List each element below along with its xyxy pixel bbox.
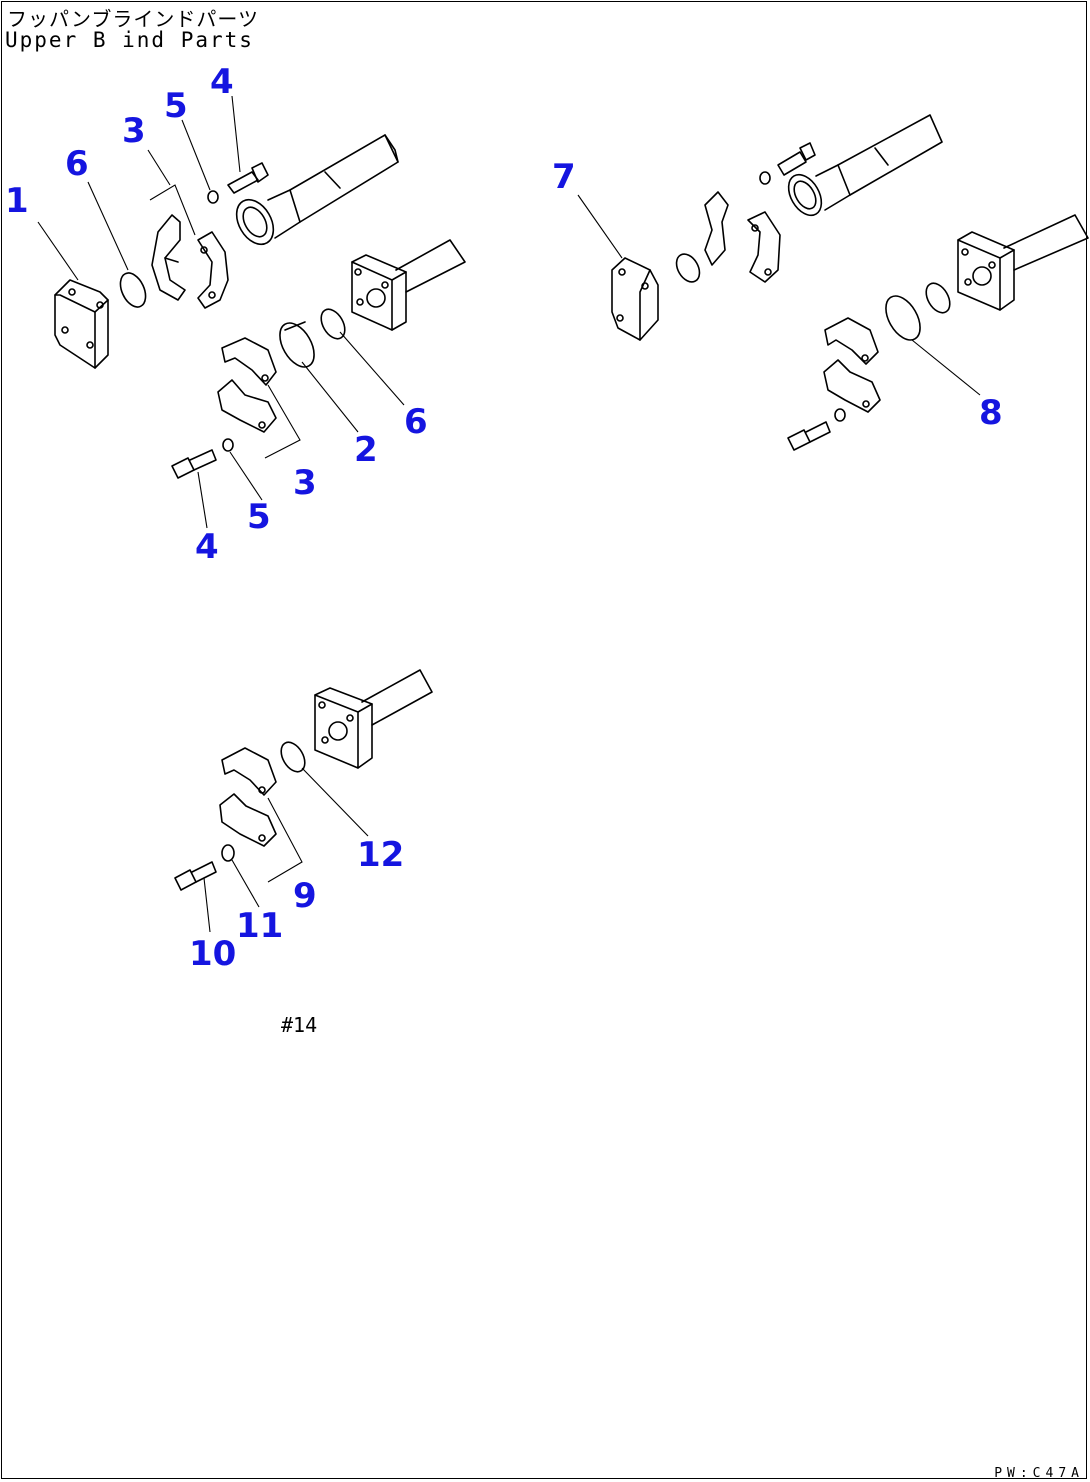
bolt-washer-upper-right bbox=[759, 142, 816, 185]
o-ring-lower-right bbox=[925, 282, 951, 314]
pipe-flange-upper-left bbox=[351, 239, 466, 331]
callout-3-upper: 3 bbox=[122, 111, 146, 151]
o-ring-part-6-lower bbox=[320, 308, 346, 340]
hose-fitting-upper-right bbox=[787, 114, 943, 217]
bolt-part-4-upper bbox=[227, 162, 269, 194]
pad-part-8 bbox=[885, 295, 921, 341]
callout-7: 7 bbox=[552, 157, 576, 197]
pipe-flange-upper-right bbox=[957, 214, 1089, 311]
split-flange-part-3-upper bbox=[149, 184, 229, 309]
plug-flange-part-1 bbox=[54, 279, 109, 369]
washer-part-11 bbox=[221, 844, 235, 862]
variant-note: #14 bbox=[281, 1013, 318, 1037]
split-flange-lower-right bbox=[823, 317, 881, 413]
callout-6-upper: 6 bbox=[65, 144, 89, 184]
leader-lines bbox=[37, 95, 981, 933]
o-ring-part-6-upper bbox=[119, 272, 147, 308]
callout-5-lower: 5 bbox=[247, 497, 271, 537]
callout-1: 1 bbox=[5, 181, 29, 221]
callout-6-lower: 6 bbox=[404, 402, 428, 442]
hose-fitting-upper-left bbox=[235, 134, 399, 246]
split-flange-upper-right bbox=[704, 191, 781, 283]
callout-11: 11 bbox=[236, 906, 283, 946]
callout-4-upper: 4 bbox=[210, 62, 234, 102]
split-flange-part-9 bbox=[219, 747, 303, 883]
callout-8: 8 bbox=[979, 393, 1003, 433]
pipe-flange-lower bbox=[314, 669, 433, 769]
plug-flange-part-7 bbox=[611, 257, 659, 341]
bolt-washer-lower-right bbox=[787, 408, 846, 451]
callout-labels: 1 6 3 5 4 2 6 3 5 4 7 8 9 10 11 12 bbox=[5, 62, 1003, 974]
pad-part-2 bbox=[279, 321, 315, 368]
o-ring-part-12 bbox=[280, 741, 306, 773]
callout-12: 12 bbox=[357, 835, 404, 875]
callout-4-lower: 4 bbox=[195, 527, 219, 567]
diagram-title-english: Upper B ind Parts bbox=[5, 28, 254, 52]
washer-part-5-lower bbox=[222, 438, 234, 452]
callout-3-lower: 3 bbox=[293, 463, 317, 503]
bolt-part-4-lower bbox=[171, 449, 217, 479]
o-ring-upper-right bbox=[675, 253, 701, 283]
callout-9: 9 bbox=[293, 876, 317, 916]
bolt-part-10 bbox=[174, 861, 217, 891]
callout-10: 10 bbox=[189, 934, 236, 974]
callout-2: 2 bbox=[354, 430, 378, 470]
washer-part-5-upper bbox=[207, 190, 219, 204]
diagram-title-japanese: フッパンブラインドパーツ bbox=[7, 7, 259, 31]
callout-5-upper: 5 bbox=[164, 86, 188, 126]
split-flange-part-3-lower bbox=[217, 337, 301, 459]
drawing-code: PW:C47A bbox=[994, 1466, 1084, 1481]
